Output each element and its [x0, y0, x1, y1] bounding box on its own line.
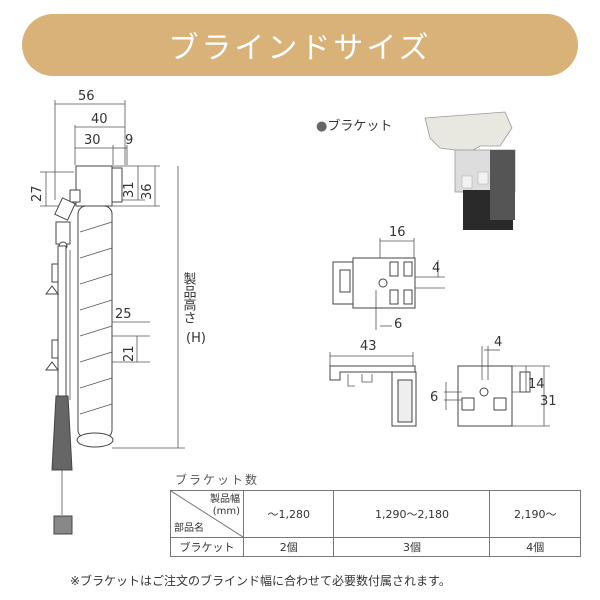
title-banner: ブラインドサイズ — [22, 14, 578, 76]
bracket-right-view: 4 14 31 6 — [430, 335, 557, 427]
bracket-heading: ●ブラケット — [316, 115, 392, 134]
height-symbol: (H) — [186, 331, 206, 346]
dim-21: 21 — [122, 345, 137, 362]
dim-bracket-right-6: 6 — [430, 390, 438, 405]
head-rail — [75, 165, 113, 207]
table-cell: 3個 — [333, 537, 491, 557]
bracket-photo — [424, 111, 516, 230]
dim-27: 27 — [30, 185, 45, 202]
table-header-row: 製品幅 (mm) 部品名 〜1,280 1,290〜2,180 2,190〜 — [170, 490, 581, 538]
table-row-label: ブラケット — [170, 537, 244, 557]
footnote: ※ブラケットはご注文のブラインド幅に合わせて必要数付属されます。 — [70, 574, 451, 588]
corner-bottom-label: 部品名 — [174, 523, 204, 534]
bracket-front-view: 43 — [329, 339, 417, 427]
table-cell: 4個 — [489, 537, 581, 557]
table-header-cell: 〜1,280 — [242, 490, 335, 538]
table-row: ブラケット 2個 3個 4個 — [170, 537, 581, 557]
dim-bracket-bottom-6: 6 — [394, 317, 402, 332]
bracket-heading-text: ブラケット — [327, 119, 393, 134]
table-cell: 2個 — [242, 537, 335, 557]
dim-40: 40 — [91, 112, 108, 127]
dim-bracket-right-31: 31 — [540, 394, 557, 409]
tilt-wand — [45, 245, 73, 535]
dim-bracket-right-4: 4 — [494, 335, 502, 350]
dim-56: 56 — [78, 89, 95, 104]
dim-25: 25 — [115, 307, 132, 322]
corner-top-label: 製品幅 (mm) — [210, 494, 240, 517]
table-header-cell: 2,190〜 — [489, 490, 581, 538]
dim-bracket-right-14: 14 — [528, 377, 545, 392]
dim-30: 30 — [84, 133, 101, 148]
table-corner-cell: 製品幅 (mm) 部品名 — [170, 490, 244, 538]
dim-36: 36 — [140, 183, 155, 200]
blind-side-view: 56 40 30 9 27 31 36 — [30, 89, 206, 535]
table-header-cell: 1,290〜2,180 — [333, 490, 491, 538]
dim-bracket-16: 16 — [389, 225, 406, 240]
bullet-icon: ● — [316, 119, 328, 134]
table-caption: ブラケット数 — [175, 473, 260, 487]
dim-9: 9 — [125, 133, 133, 148]
dim-31: 31 — [122, 181, 137, 198]
dim-bracket-side-4: 4 — [432, 261, 440, 276]
bracket-top-view: 16 4 6 — [332, 225, 445, 332]
slat-stack — [76, 205, 114, 448]
height-label: 製品高さ — [181, 272, 197, 324]
corner-diagonal — [171, 491, 243, 537]
bracket-count-table: 製品幅 (mm) 部品名 〜1,280 1,290〜2,180 2,190〜 ブ… — [170, 490, 581, 557]
banner-title: ブラインドサイズ — [168, 31, 432, 66]
dim-bracket-front-43: 43 — [360, 339, 377, 354]
